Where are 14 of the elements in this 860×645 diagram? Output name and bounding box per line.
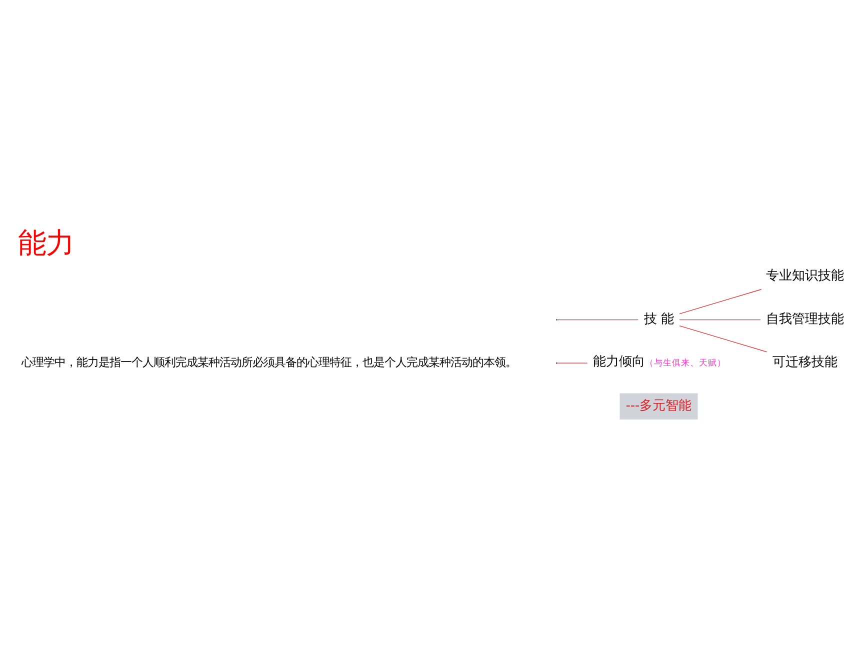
connector (556, 362, 588, 363)
connector (678, 288, 762, 314)
node-box: ---多元智能 (619, 392, 698, 419)
node-label: （与生俱来、天赋） (644, 358, 726, 368)
node-text: 技 能 (643, 311, 674, 326)
node-text: 专业知识技能 (766, 268, 844, 284)
node-text: 能力倾向 (592, 354, 645, 369)
node-text: 自我管理技能 (766, 311, 844, 326)
label: 心理学中，能力是指一个人顺利完成某种活动所必须具备的心理特征，也是个人完成某种活动的本领。 (20, 354, 516, 368)
connector (556, 318, 638, 320)
node-text: 可迁移技能 (772, 354, 838, 370)
connector (678, 324, 767, 352)
diagram-title: 能力 (17, 226, 74, 259)
connector (678, 318, 760, 320)
